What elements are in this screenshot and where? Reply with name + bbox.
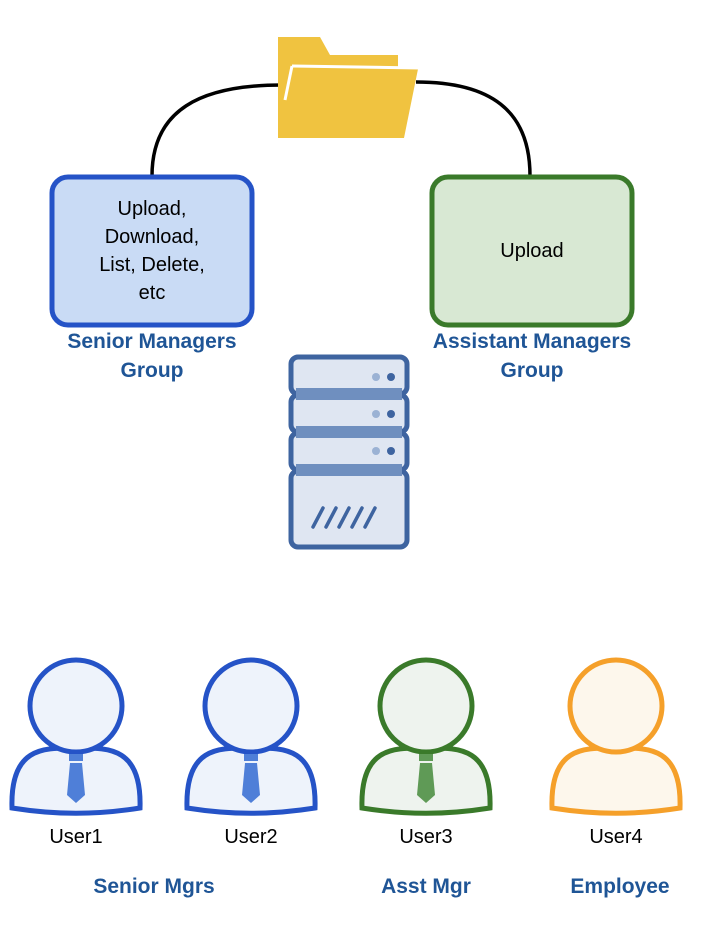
- user3-label: User3: [399, 826, 453, 848]
- tie-knot: [419, 754, 433, 761]
- connector-folder-senior: [150, 83, 283, 177]
- role-employee: Employee: [570, 875, 670, 898]
- senior-managers-permissions: Upload, Download, List, Delete, etc: [99, 198, 205, 304]
- user1-label: User1: [49, 826, 103, 848]
- assistant-managers-group-label: Assistant Managers Group: [432, 330, 632, 382]
- server-icon[interactable]: [288, 354, 410, 550]
- user4-label: User4: [589, 826, 643, 848]
- user-head: [567, 657, 665, 755]
- user-icon-user4[interactable]: [549, 657, 683, 816]
- user-head: [27, 657, 125, 755]
- user2-label: User2: [224, 826, 278, 848]
- tie-icon: [417, 763, 435, 803]
- assistant-managers-permission-box[interactable]: [429, 174, 635, 328]
- tie-icon: [67, 763, 85, 803]
- user-body: [549, 745, 683, 816]
- assistant-managers-permissions: Upload: [500, 240, 564, 262]
- user-with-tie-icon-user2[interactable]: [184, 657, 318, 816]
- role-asst-mgr: Asst Mgr: [381, 875, 471, 898]
- folder-icon[interactable]: [278, 37, 421, 138]
- user-head: [377, 657, 475, 755]
- connector-folder-assistant: [415, 80, 532, 177]
- user-with-tie-icon-user1[interactable]: [9, 657, 143, 816]
- tie-icon: [242, 763, 260, 803]
- tie-knot: [244, 754, 258, 761]
- user-head: [202, 657, 300, 755]
- tie-knot: [69, 754, 83, 761]
- user-with-tie-icon-user3[interactable]: [359, 657, 493, 816]
- senior-managers-group-label: Senior Managers Group: [67, 330, 237, 382]
- senior-managers-permission-box[interactable]: [49, 174, 255, 328]
- role-senior-mgrs: Senior Mgrs: [93, 875, 215, 898]
